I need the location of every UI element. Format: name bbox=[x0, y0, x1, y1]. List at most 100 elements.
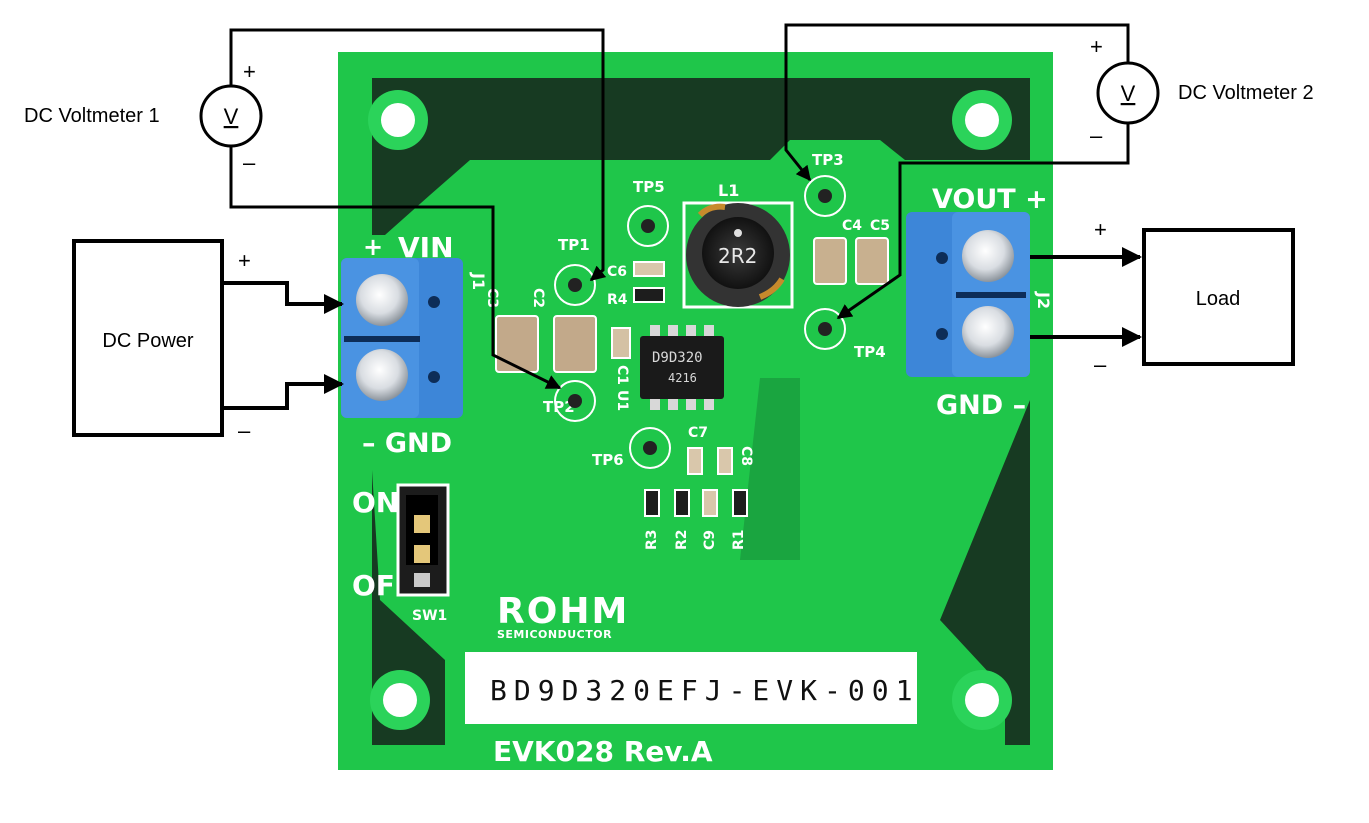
wiring bbox=[222, 23, 1142, 410]
tp6-label: TP6 bbox=[592, 451, 624, 469]
load-label: Load bbox=[1196, 288, 1241, 310]
dc-power-label: DC Power bbox=[102, 330, 193, 352]
terminal-block-vin bbox=[341, 258, 463, 418]
voltmeter-2-minus: – bbox=[1090, 123, 1103, 148]
voltmeter-2: V DC Voltmeter 2 + – bbox=[1090, 34, 1314, 148]
inductor-l1: 2R2 bbox=[682, 201, 794, 309]
vout-minus-screw bbox=[962, 306, 1014, 358]
load: Load + – bbox=[1094, 217, 1295, 377]
c5-label: C5 bbox=[870, 218, 890, 234]
voltmeter-2-symbol bbox=[1096, 61, 1160, 125]
capacitor-c7 bbox=[687, 447, 703, 475]
part-number: BD9D320EFJ-EVK-001 bbox=[490, 674, 919, 707]
capacitor-c8 bbox=[717, 447, 733, 475]
tp5-label: TP5 bbox=[633, 178, 665, 196]
dc-power-supply: DC Power + – bbox=[72, 239, 251, 443]
wire-power-minus bbox=[222, 374, 344, 410]
resistor-r4 bbox=[633, 287, 665, 303]
capacitor-c9 bbox=[702, 489, 718, 517]
voltmeter-1-minus: – bbox=[243, 150, 256, 175]
load-box bbox=[1142, 228, 1295, 366]
wire-vm1-plus-tp1 bbox=[229, 28, 607, 282]
voltmeter-1-label: DC Voltmeter 1 bbox=[24, 105, 160, 127]
pcb-dark-left-top bbox=[372, 130, 430, 235]
ic-body bbox=[640, 336, 724, 399]
wire-vm1-minus-tp2 bbox=[229, 137, 562, 390]
j1-label: J1 bbox=[469, 272, 488, 290]
r4-label: R4 bbox=[607, 292, 628, 308]
mounting-holes bbox=[368, 90, 1012, 730]
ic-marking-line-1: D9D320 bbox=[652, 350, 703, 366]
dc-power-minus: – bbox=[238, 418, 251, 443]
load-minus: – bbox=[1094, 352, 1107, 377]
resistor-r2 bbox=[674, 489, 690, 517]
test-point-tp2 bbox=[554, 380, 596, 422]
r3-label: R3 bbox=[644, 529, 660, 550]
pcb-dark-top bbox=[372, 78, 1030, 195]
test-points bbox=[554, 175, 846, 469]
r2-label: R2 bbox=[674, 529, 690, 550]
c4-label: C4 bbox=[842, 218, 862, 234]
test-point-tp6 bbox=[629, 427, 671, 469]
components: D9D320 4216 2R2 bbox=[341, 175, 1030, 724]
r1-label: R1 bbox=[731, 529, 747, 550]
dc-power-plus: + bbox=[238, 248, 251, 273]
capacitor-c5 bbox=[855, 237, 889, 285]
rohm-logo: ROHM bbox=[497, 591, 629, 632]
voltmeter-1-symbol bbox=[199, 84, 263, 148]
voltmeter-2-v-glyph: V bbox=[1121, 81, 1136, 106]
wire-power-plus bbox=[222, 281, 344, 314]
capacitor-c2 bbox=[553, 315, 597, 373]
wire-vm2-plus-tp3 bbox=[784, 23, 1130, 182]
switch-sw1 bbox=[396, 483, 450, 597]
pcb-pour-edge bbox=[740, 378, 800, 560]
capacitor-c6 bbox=[633, 261, 665, 277]
part-number-sticker: BD9D320EFJ-EVK-001 bbox=[465, 652, 919, 724]
gnd-right-label: GND – bbox=[936, 390, 1026, 421]
l1-label: L1 bbox=[718, 181, 739, 200]
j2-label: J2 bbox=[1034, 291, 1053, 309]
inductor-marking: 2R2 bbox=[718, 244, 757, 268]
voltmeter-1-v-glyph: V bbox=[224, 104, 239, 129]
capacitor-c4 bbox=[813, 237, 847, 285]
capacitor-c1 bbox=[611, 327, 631, 359]
ic-marking-line-2: 4216 bbox=[668, 371, 697, 385]
test-point-tp4 bbox=[804, 308, 846, 350]
load-plus: + bbox=[1094, 217, 1107, 242]
voltmeter-2-label: DC Voltmeter 2 bbox=[1178, 82, 1314, 104]
wire-vm2-minus-tp4 bbox=[836, 120, 1130, 320]
vin-minus-screw bbox=[356, 349, 408, 401]
vout-plus-screw bbox=[962, 230, 1014, 282]
c8-label: C8 bbox=[738, 446, 754, 466]
vout-label: VOUT + bbox=[932, 184, 1048, 215]
ic-u1: D9D320 4216 bbox=[640, 325, 724, 410]
resistor-r3 bbox=[644, 489, 660, 517]
voltmeter-1: V DC Voltmeter 1 + – bbox=[24, 59, 263, 175]
test-point-tp1 bbox=[554, 264, 596, 306]
resistor-r1 bbox=[732, 489, 748, 517]
sw-on-label: ON bbox=[352, 486, 399, 519]
dc-power-box bbox=[72, 239, 224, 437]
voltmeter-1-plus: + bbox=[243, 59, 256, 84]
tp3-label: TP3 bbox=[812, 151, 844, 169]
c6-label: C6 bbox=[607, 264, 627, 280]
pcb-dark-right-bottom bbox=[940, 400, 1030, 745]
c7-label: C7 bbox=[688, 425, 708, 441]
c9-label: C9 bbox=[702, 530, 718, 550]
tp1-label: TP1 bbox=[558, 236, 590, 254]
capacitor-c3 bbox=[495, 315, 539, 373]
terminal-block-vout bbox=[906, 212, 1030, 377]
gnd-left-label: – GND bbox=[362, 428, 452, 459]
sw1-label: SW1 bbox=[412, 608, 447, 624]
c1-label: C1 bbox=[614, 365, 630, 385]
test-point-tp5 bbox=[627, 205, 669, 247]
c2-label: C2 bbox=[530, 288, 546, 308]
u1-label: U1 bbox=[614, 390, 630, 411]
rohm-sub-logo: SEMICONDUCTOR bbox=[497, 628, 612, 641]
vin-plus-label: + bbox=[363, 233, 383, 261]
tp2-label: TP2 bbox=[543, 398, 575, 416]
vin-plus-screw bbox=[356, 274, 408, 326]
tp4-label: TP4 bbox=[854, 343, 886, 361]
